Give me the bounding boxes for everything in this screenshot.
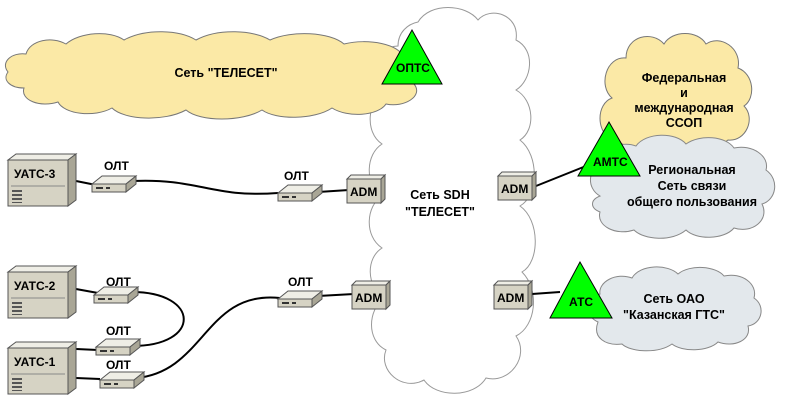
federal-cloud-label-line4: ССОП — [666, 116, 702, 130]
link-uats1-olt-mid — [75, 348, 99, 351]
uats3-label: УАТС-3 — [14, 167, 56, 181]
olt-label-5: ОЛТ — [106, 324, 131, 338]
link-olt-loop — [131, 291, 185, 347]
link-olt-adm-mid — [317, 293, 355, 297]
ats-triangle — [549, 260, 613, 319]
federal-cloud-label-line2: и — [680, 86, 688, 100]
federal-cloud — [599, 33, 753, 149]
connection-lines — [75, 165, 587, 380]
opts-label: ОПТС — [396, 61, 430, 75]
federal-cloud-label-line1: Федеральная — [642, 71, 727, 85]
opts-triangle — [381, 28, 443, 85]
olt-label-3: ОЛТ — [106, 275, 131, 289]
regional-cloud-label-line2: Сеть связи — [658, 179, 727, 193]
link-olt-adm-top — [317, 189, 350, 193]
federal-cloud-label-line3: международная — [634, 101, 733, 115]
uats2-label: УАТС-2 — [14, 279, 56, 293]
olt-label-2: ОЛТ — [284, 169, 309, 183]
link-adm-amts — [535, 165, 587, 187]
adm-label-4: ADM — [497, 291, 524, 305]
kazan-cloud-label-line2: "Казанская ГТС" — [623, 308, 725, 322]
adm-label-3: ADM — [501, 182, 528, 196]
regional-cloud-label-line3: общего пользования — [627, 195, 757, 209]
sdh-cloud-label-line1: Сеть SDH — [410, 188, 470, 202]
olt-modem-1 — [91, 175, 137, 193]
kazan-cloud-label-line1: Сеть ОАО — [643, 292, 704, 306]
regional-cloud — [590, 134, 776, 239]
olt-modem-2 — [277, 184, 323, 202]
link-uats1-olt-low — [75, 377, 101, 380]
adm-label-1: ADM — [350, 185, 377, 199]
sdh-cloud-label-line2: "ТЕЛЕСЕТ" — [405, 205, 475, 219]
ats-label: АТС — [569, 295, 593, 309]
olt-label-4: ОЛТ — [288, 275, 313, 289]
adm-label-2: ADM — [355, 291, 382, 305]
olt-modem-6 — [99, 371, 145, 389]
olt-modem-5 — [95, 338, 141, 356]
link-olt-olt-top — [131, 179, 279, 195]
amts-triangle — [577, 120, 641, 177]
olt-modem-4 — [277, 290, 323, 308]
link-uats2-olt — [75, 288, 99, 294]
regional-cloud-label-line1: Региональная — [648, 163, 735, 177]
kazan-cloud — [588, 266, 762, 352]
link-adm-ats — [531, 291, 561, 295]
olt-label-1: ОЛТ — [104, 159, 129, 173]
olt-label-6: ОЛТ — [106, 358, 131, 372]
uats1-label: УАТС-1 — [14, 355, 56, 369]
amts-label: АМТС — [593, 155, 628, 169]
olt-modem-3 — [93, 286, 139, 304]
link-olt-low-olt-mid — [135, 296, 281, 379]
teleset-cloud-label: Сеть "ТЕЛЕСЕТ" — [174, 66, 277, 80]
